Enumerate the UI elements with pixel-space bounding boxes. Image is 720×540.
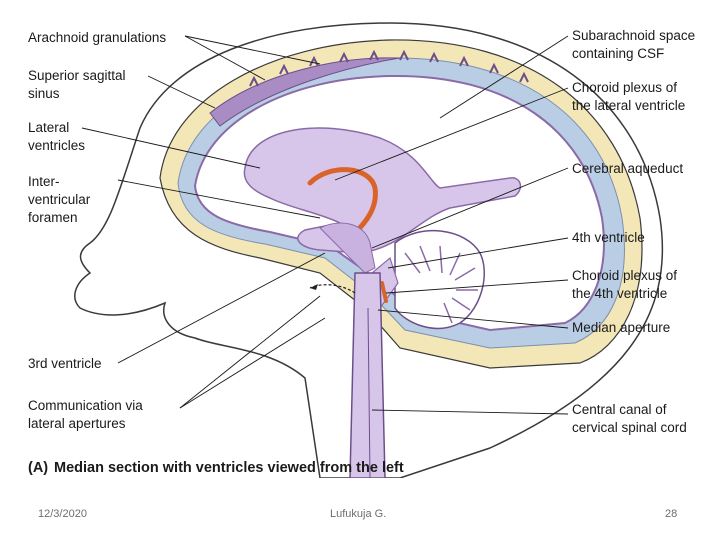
csf-flow-arrowhead — [310, 284, 318, 290]
label-central-canal-1: Central canal of — [572, 402, 667, 417]
cerebellum — [394, 230, 485, 329]
label-central-canal-2: cervical spinal cord — [572, 420, 687, 435]
label-fourth-ventricle: 4th ventricle — [572, 230, 645, 245]
label-communication-1: Communication via — [28, 398, 143, 413]
label-cerebral-aqueduct: Cerebral aqueduct — [572, 161, 683, 176]
ventricular-system-figure: Arachnoid granulations Superior sagittal… — [20, 18, 710, 478]
label-lateral-ventricles-1: Lateral — [28, 120, 69, 135]
label-communication-2: lateral apertures — [28, 416, 126, 431]
central-canal — [367, 307, 371, 478]
footer-date: 12/3/2020 — [38, 508, 87, 520]
label-median-aperture: Median aperture — [572, 320, 670, 335]
label-choroid-lateral-2: the lateral ventricle — [572, 98, 685, 113]
label-arachnoid-granulations: Arachnoid granulations — [28, 30, 166, 45]
label-superior-sagittal-sinus-1: Superior sagittal — [28, 68, 126, 83]
choroid-plexus-4th — [380, 281, 388, 303]
label-superior-sagittal-sinus-2: sinus — [28, 86, 60, 101]
footer-author: Lufukuja G. — [330, 508, 387, 520]
csf-flow-arrow — [309, 284, 356, 294]
label-lateral-ventricles-2: ventricles — [28, 138, 85, 153]
figure-caption: Median section with ventricles viewed fr… — [54, 460, 404, 476]
spinal-cord — [349, 272, 386, 478]
label-choroid-4th-2: the 4th ventricle — [572, 286, 667, 301]
choroid-plexus-lateral — [307, 167, 378, 236]
label-choroid-4th-1: Choroid plexus of — [572, 268, 677, 283]
label-subarachnoid-1: Subarachnoid space — [572, 28, 695, 43]
label-interventricular-1: Inter- — [28, 174, 60, 189]
figure-caption-letter: (A) — [28, 460, 48, 476]
leader-lines-right — [334, 35, 569, 415]
leader-lines-left — [81, 35, 326, 409]
label-choroid-lateral-1: Choroid plexus of — [572, 80, 677, 95]
lateral-ventricle — [243, 127, 522, 254]
label-interventricular-2: ventricular — [28, 192, 91, 207]
label-third-ventricle: 3rd ventricle — [28, 356, 102, 371]
footer-page-number: 28 — [665, 508, 678, 520]
label-interventricular-3: foramen — [28, 210, 78, 225]
label-subarachnoid-2: containing CSF — [572, 46, 664, 61]
arachnoid-granulations — [249, 49, 529, 87]
third-ventricle — [319, 222, 376, 274]
